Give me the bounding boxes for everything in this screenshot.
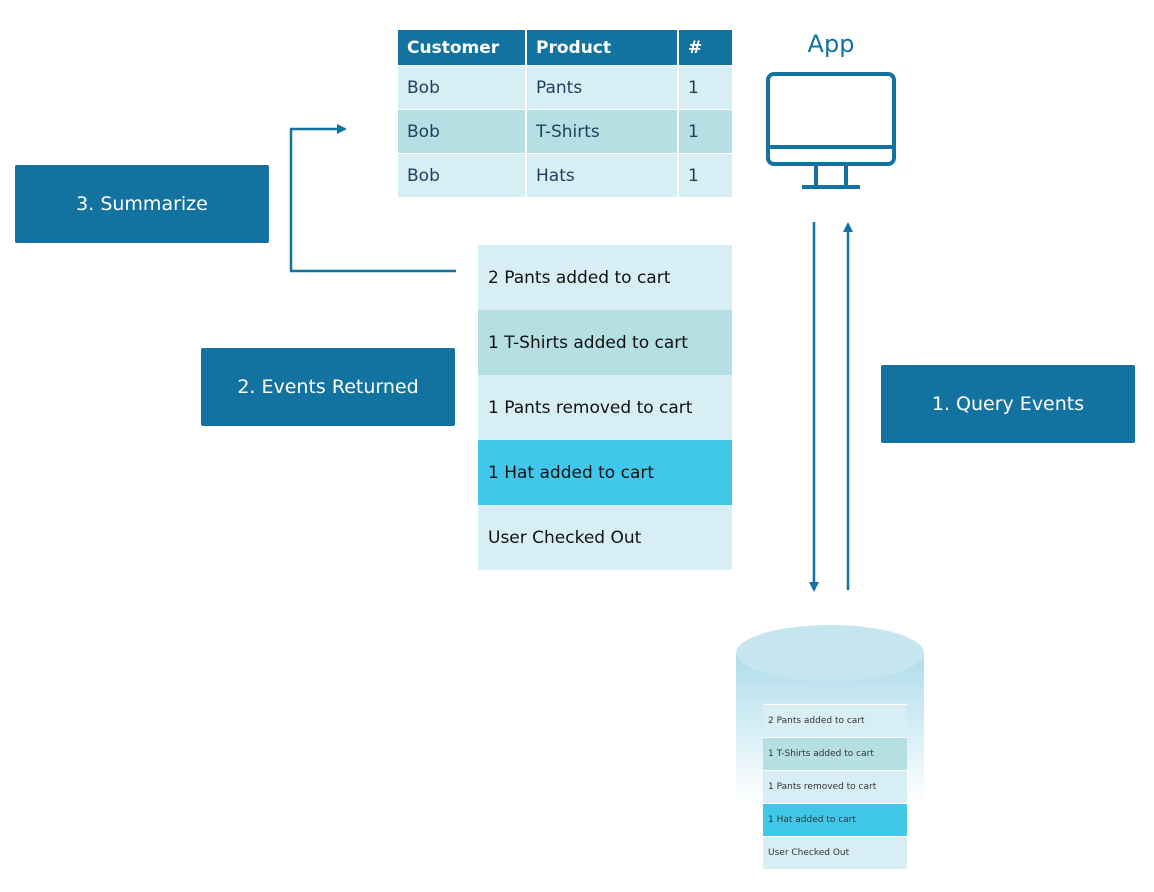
summarize-step-label: 3. Summarize: [15, 165, 269, 243]
cell-count: 1: [678, 153, 732, 197]
cell-product: T-Shirts: [526, 109, 679, 154]
event-item: 1 T-Shirts added to cart: [478, 310, 732, 375]
header-count: #: [678, 30, 732, 66]
cell-product: Hats: [526, 153, 679, 197]
summary-table: Customer Product # Bob Pants 1 Bob T-Shi…: [398, 30, 732, 197]
header-product: Product: [526, 30, 679, 66]
summary-header-row: Customer Product #: [398, 30, 732, 66]
query-events-step-label: 1. Query Events: [881, 365, 1135, 443]
app-title: App: [807, 30, 855, 58]
table-row: Bob Pants 1: [398, 65, 732, 110]
database-event-item: 1 Pants removed to cart: [763, 770, 907, 803]
cell-customer: Bob: [398, 153, 527, 197]
event-item: 1 Pants removed to cart: [478, 375, 732, 440]
cell-count: 1: [678, 65, 732, 110]
database-events-list: 2 Pants added to cart 1 T-Shirts added t…: [763, 704, 907, 869]
cell-customer: Bob: [398, 109, 527, 154]
database-event-item: 2 Pants added to cart: [763, 704, 907, 737]
monitor-icon: [766, 72, 896, 189]
events-list: 2 Pants added to cart 1 T-Shirts added t…: [478, 245, 732, 570]
event-item: 1 Hat added to cart: [478, 440, 732, 505]
database-event-item: User Checked Out: [763, 836, 907, 869]
table-row: Bob T-Shirts 1: [398, 109, 732, 154]
cell-customer: Bob: [398, 65, 527, 110]
event-item: User Checked Out: [478, 505, 732, 570]
event-item: 2 Pants added to cart: [478, 245, 732, 310]
cell-count: 1: [678, 109, 732, 154]
database-event-item: 1 T-Shirts added to cart: [763, 737, 907, 770]
table-row: Bob Hats 1: [398, 153, 732, 197]
cell-product: Pants: [526, 65, 679, 110]
header-customer: Customer: [398, 30, 527, 66]
database-event-item: 1 Hat added to cart: [763, 803, 907, 836]
database-top: [736, 625, 924, 681]
events-returned-step-label: 2. Events Returned: [201, 348, 455, 426]
